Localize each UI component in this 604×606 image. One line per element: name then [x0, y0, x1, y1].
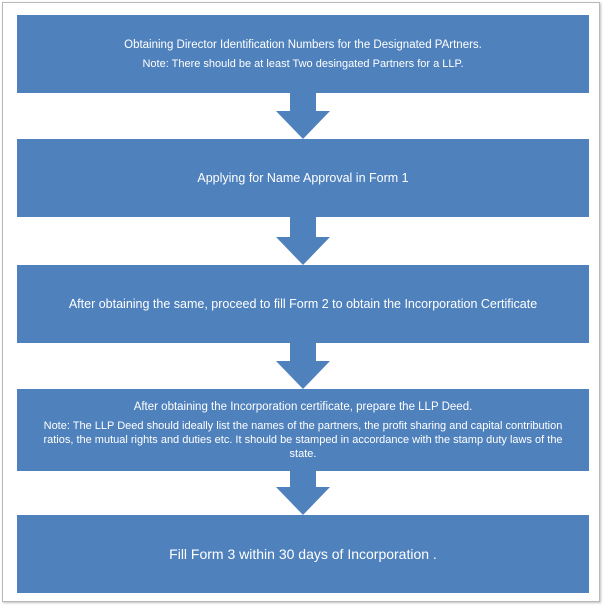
step-5-text: Fill Form 3 within 30 days of Incorporat… — [169, 545, 437, 562]
down-arrow-icon — [276, 217, 330, 265]
step-4-note: Note: The LLP Deed should ideally list t… — [43, 419, 563, 460]
down-arrow-icon — [276, 93, 330, 139]
step-2-text: Applying for Name Approval in Form 1 — [197, 170, 409, 185]
down-arrow-icon — [276, 343, 330, 389]
step-1-text: Obtaining Director Identification Number… — [124, 38, 482, 51]
step-box-2: Applying for Name Approval in Form 1 — [17, 139, 589, 217]
step-4-text: After obtaining the Incorporation certif… — [133, 400, 473, 413]
down-arrow-icon — [276, 471, 330, 515]
step-box-1: Obtaining Director Identification Number… — [17, 15, 589, 93]
step-box-3: After obtaining the same, proceed to fil… — [17, 265, 589, 343]
step-3-text: After obtaining the same, proceed to fil… — [68, 296, 538, 311]
step-1-note: Note: There should be at least Two desin… — [142, 57, 464, 70]
step-box-4: After obtaining the Incorporation certif… — [17, 389, 589, 471]
step-box-5: Fill Form 3 within 30 days of Incorporat… — [17, 515, 589, 593]
